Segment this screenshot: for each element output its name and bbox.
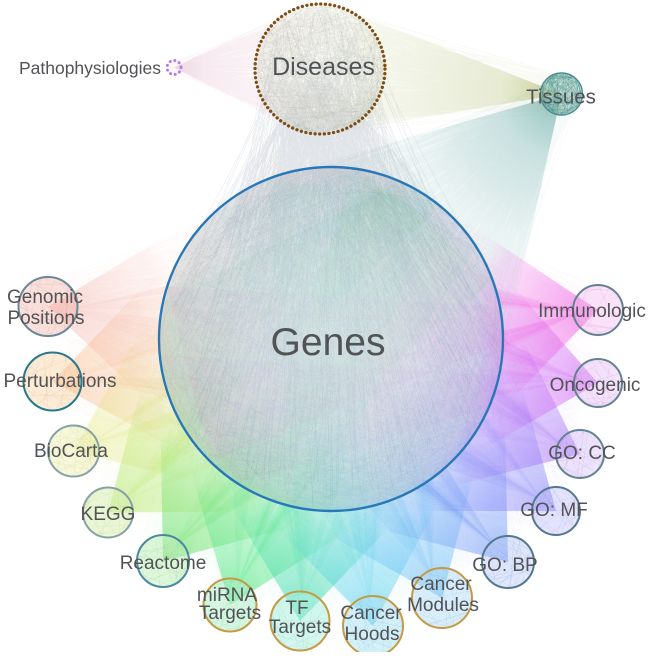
svg-text:miRNA: miRNA — [197, 585, 257, 606]
svg-text:Targets: Targets — [269, 617, 331, 638]
svg-text:Oncogenic: Oncogenic — [550, 375, 641, 396]
svg-text:Diseases: Diseases — [272, 53, 375, 81]
svg-text:Positions: Positions — [7, 308, 84, 329]
svg-text:Tissues: Tissues — [526, 86, 596, 109]
svg-text:Cancer: Cancer — [340, 603, 402, 624]
svg-text:KEGG: KEGG — [81, 504, 136, 525]
svg-text:GO: MF: GO: MF — [520, 500, 588, 521]
svg-text:Hoods: Hoods — [345, 624, 400, 645]
svg-text:Cancer: Cancer — [410, 574, 472, 595]
svg-text:Perturbations: Perturbations — [3, 371, 116, 392]
svg-text:Pathophysiologies: Pathophysiologies — [19, 58, 161, 78]
svg-text:Genomic: Genomic — [7, 287, 83, 308]
svg-text:Modules: Modules — [407, 595, 479, 616]
svg-text:GO: BP: GO: BP — [472, 555, 537, 576]
svg-text:BioCarta: BioCarta — [34, 441, 108, 462]
svg-text:Targets: Targets — [199, 603, 261, 624]
svg-text:Reactome: Reactome — [120, 553, 207, 574]
svg-text:TF: TF — [285, 598, 308, 619]
svg-text:Genes: Genes — [271, 321, 386, 364]
svg-text:GO: CC: GO: CC — [548, 443, 616, 464]
svg-text:Immunologic: Immunologic — [538, 301, 646, 322]
